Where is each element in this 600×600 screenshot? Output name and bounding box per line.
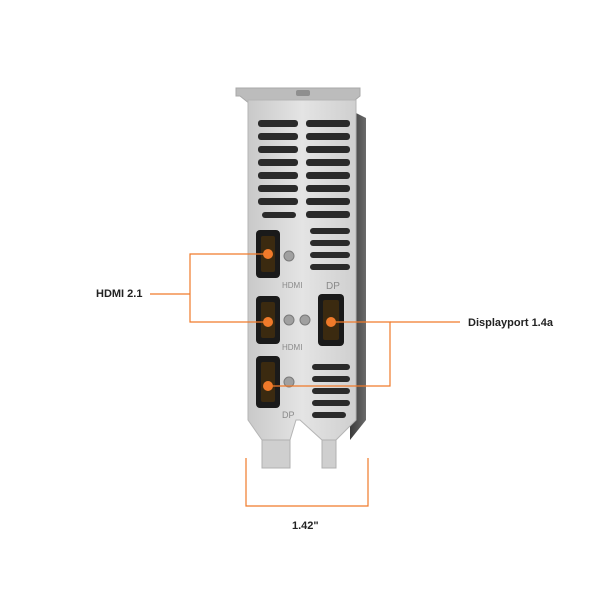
engraving-hdmi-upper: HDMI (282, 281, 302, 290)
dp-port-upper (318, 294, 344, 346)
vent-slots-middle (310, 228, 350, 270)
callout-lines (150, 253, 460, 507)
hdmi-callout-label: HDMI 2.1 (96, 288, 143, 300)
engraving-dp-lower: DP (282, 410, 295, 420)
engraving-dp-upper: DP (326, 281, 340, 292)
displayport-callout-label: Displayport 1.4a (468, 317, 553, 329)
dp-port-lower (256, 356, 295, 408)
vent-slots-upper (258, 120, 350, 218)
vent-slots-lower (312, 364, 350, 418)
engraving-hdmi-lower: HDMI (282, 343, 302, 352)
dp-callout-line (268, 321, 391, 387)
hdmi-callout-line (189, 253, 268, 323)
width-dimension-line (245, 458, 369, 507)
width-dimension-label: 1.42" (292, 520, 319, 532)
